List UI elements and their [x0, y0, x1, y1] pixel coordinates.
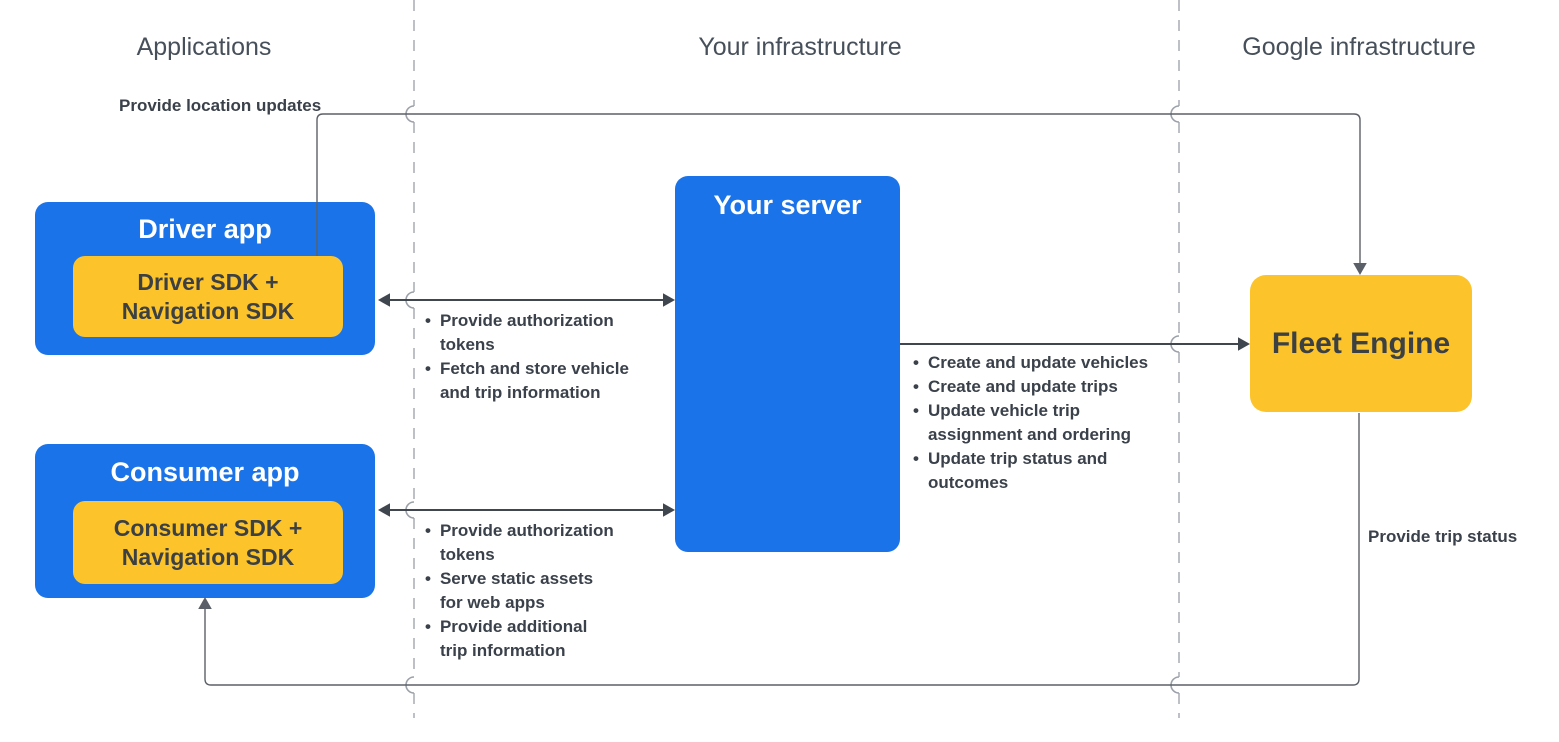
line-hop: [1170, 105, 1180, 123]
line-hop: [405, 105, 415, 123]
consumer-app-node: Consumer app Consumer SDK + Navigation S…: [35, 444, 375, 598]
consumer-sdk-box: Consumer SDK + Navigation SDK: [73, 501, 343, 584]
arrowhead-right-your-server-2: [663, 503, 675, 517]
consumer-app-title: Consumer app: [110, 457, 300, 487]
bullet-item: •Fetch and store vehicle and trip inform…: [425, 359, 629, 402]
line-hop: [1170, 676, 1180, 694]
column-header-your-infrastructure: Your infrastructure: [698, 33, 902, 61]
line-hop: [405, 501, 415, 519]
driver-app-node: Driver app Driver SDK + Navigation SDK: [35, 202, 375, 355]
bullet-item: •Update trip status and outcomes: [913, 449, 1108, 492]
server-fleet-bullet-list: •Create and update vehicles •Create and u…: [913, 351, 1178, 495]
consumer-sdk-label: Consumer SDK + Navigation SDK: [113, 514, 303, 570]
line-hop: [1170, 335, 1180, 353]
bullet-item: •Create and update vehicles: [913, 353, 1149, 372]
column-header-applications: Applications: [136, 33, 272, 61]
trip-status-label: Provide trip status: [1368, 527, 1518, 546]
arrowhead-up-consumer-app: [198, 597, 212, 609]
bullet-item: •Update vehicle trip assignment and orde…: [913, 401, 1132, 444]
driver-app-title: Driver app: [138, 214, 272, 244]
fleet-engine-node: Fleet Engine: [1250, 275, 1472, 412]
bullet-item: •Provide additional trip information: [425, 617, 588, 660]
line-hop: [405, 291, 415, 309]
your-server-title: Your server: [713, 190, 862, 220]
arrowhead-left-driver-app: [378, 293, 390, 307]
bullet-item: •Provide authorization tokens: [425, 521, 614, 564]
your-server-node: Your server: [675, 176, 900, 552]
line-hop: [405, 676, 415, 694]
driver-sdk-box: Driver SDK + Navigation SDK: [73, 256, 343, 337]
bullet-item: •Create and update trips: [913, 377, 1118, 396]
column-header-google-infrastructure: Google infrastructure: [1242, 33, 1476, 61]
location-updates-label: Provide location updates: [119, 96, 322, 115]
driver-sdk-label: Driver SDK + Navigation SDK: [121, 268, 295, 324]
arrowhead-right-fleet-engine: [1238, 337, 1250, 351]
bullet-item: •Serve static assets for web apps: [425, 569, 594, 612]
consumer-server-bullet-list: •Provide authorization tokens •Serve stat…: [425, 519, 660, 663]
arrowhead-left-consumer-app: [378, 503, 390, 517]
arrowhead-right-your-server: [663, 293, 675, 307]
bullet-item: •Provide authorization tokens: [425, 311, 614, 354]
driver-server-bullet-list: •Provide authorization tokens •Fetch and …: [425, 309, 660, 405]
fleet-engine-title: Fleet Engine: [1271, 326, 1451, 360]
arrowhead-down-fleet-engine: [1353, 263, 1367, 275]
